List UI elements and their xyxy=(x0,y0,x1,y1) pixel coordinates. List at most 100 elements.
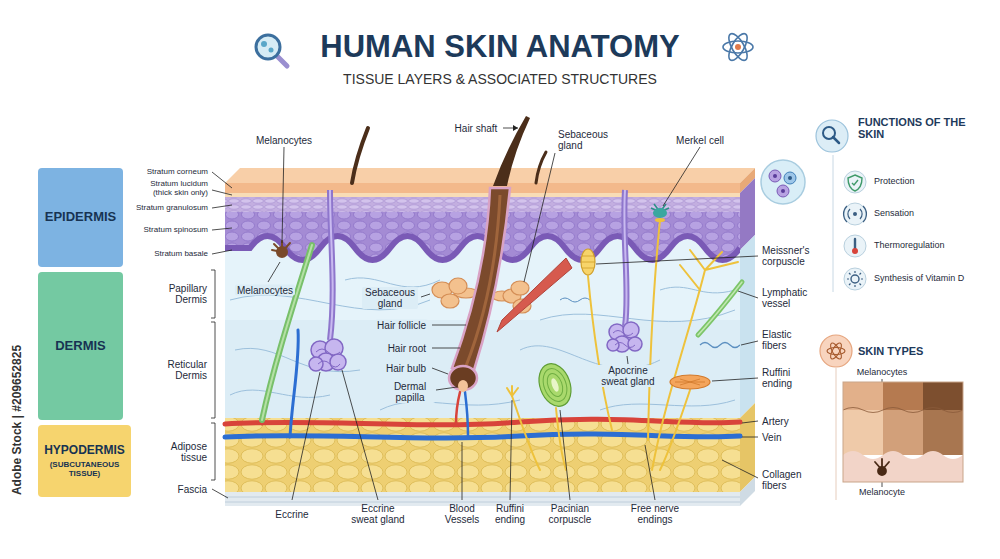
leader-lines-path xyxy=(432,348,460,349)
functions-panel-path xyxy=(848,175,862,191)
leader-lines-path xyxy=(212,190,232,195)
magnifier-icon xyxy=(256,35,287,66)
blood-vessels-path xyxy=(290,330,298,437)
skin-types-panel-g-ellipse xyxy=(828,341,843,360)
part-label: Reticular Dermis xyxy=(145,359,207,381)
blood-vessels-path xyxy=(225,434,740,438)
part-label: Melanocytes xyxy=(256,135,312,146)
leader-lines-path xyxy=(212,250,232,254)
part-label: Stratum spinosum xyxy=(144,226,208,235)
eccrine-sweat-gland-path xyxy=(330,190,333,340)
watermark: Adobe Stock | #209652825 xyxy=(11,345,24,495)
skin-types-panel-g-ellipse xyxy=(828,341,843,360)
collagen-fibers-path xyxy=(345,278,440,287)
small-hair xyxy=(352,128,368,183)
part-label: Adipose tissue xyxy=(152,441,207,463)
part-label: Lymphatic vessel xyxy=(762,287,824,309)
hair-follicle-path xyxy=(452,188,510,370)
leader-lines-path xyxy=(462,442,463,500)
part-label: Stratum lucidum (thick skin only) xyxy=(136,180,208,198)
functions-panel-path xyxy=(844,206,867,222)
apocrine-sweat-gland-path xyxy=(624,190,626,326)
functions-panel-line xyxy=(833,155,834,292)
leader-lines-path xyxy=(560,410,570,500)
skin-types-panel-rect xyxy=(883,382,923,410)
magnifier-icon-circle xyxy=(261,41,267,47)
skin-types-panel-rect xyxy=(923,410,963,455)
leader-lines-path xyxy=(742,421,758,423)
leader-lines-path xyxy=(722,460,758,478)
leader-lines xyxy=(211,128,882,500)
side-face-polygon xyxy=(740,235,755,418)
merkel-cell xyxy=(651,204,669,222)
leader-lines-path xyxy=(292,372,320,500)
collagen-fibers-path xyxy=(540,310,735,322)
blood-vessels-path xyxy=(465,392,468,436)
skin-types-panel-rect xyxy=(923,382,963,410)
cell-inset-circle xyxy=(784,172,796,184)
band-heading: DERMIS xyxy=(55,339,106,354)
sebaceous-gland-right-ellipse xyxy=(511,281,529,295)
functions-panel-circle xyxy=(844,171,866,193)
side-face-polygon xyxy=(740,477,755,506)
atom-icon-ellipse xyxy=(725,31,750,63)
skin-types-panel-line xyxy=(836,368,837,500)
merkel-cell-ellipse xyxy=(653,208,667,218)
band-subheading: (SUBCUTANEOUS TISSUE) xyxy=(40,460,129,478)
part-label: Apocrine sweat gland xyxy=(595,365,661,387)
sebaceous-gland-left-ellipse xyxy=(441,294,459,308)
nerve-fibers-path xyxy=(680,250,738,290)
part-label: Papillary Dermis xyxy=(145,283,207,305)
part-label: Hair shaft xyxy=(455,123,498,134)
eccrine-sweat-gland-path xyxy=(330,190,333,340)
leader-lines-path xyxy=(742,437,758,438)
part-label: Eccrine sweat gland xyxy=(350,503,406,525)
part-label: Vein xyxy=(762,432,781,443)
apocrine-sweat-gland-g-circle xyxy=(607,339,619,351)
part-label: Hair root xyxy=(386,343,428,354)
cell-inset-circle xyxy=(773,174,777,178)
epidermis-layers-rect xyxy=(225,193,740,197)
skin-types-panel-g-circle xyxy=(878,467,886,475)
melanocyte xyxy=(272,241,290,257)
leader-lines-path xyxy=(712,378,758,381)
atom-icon-circle xyxy=(735,44,741,50)
nerve-fibers-path xyxy=(507,386,518,396)
leader-lines-path xyxy=(436,387,457,390)
layer-band: HYPODERMIS(SUBCUTANEOUS TISSUE) xyxy=(38,425,131,497)
part-label: Artery xyxy=(762,416,789,427)
leader-lines-path xyxy=(432,325,466,326)
part-label: Free nerve endings xyxy=(628,503,683,525)
hair-shaft xyxy=(493,116,530,186)
leader-lines-path xyxy=(342,370,378,500)
layer-band: DERMIS xyxy=(38,272,123,420)
lymphatic-vessel-path xyxy=(698,282,742,335)
functions-panel-circle xyxy=(852,248,858,254)
skin-types-panel-g xyxy=(875,459,889,475)
vessel-green-path xyxy=(262,245,312,420)
skin-types-panel-circle xyxy=(820,335,852,367)
part-label: Hair follicle xyxy=(375,320,428,331)
skin-types-panel-path xyxy=(843,451,963,482)
sebaceous-gland-left-ellipse xyxy=(449,278,467,294)
atom-icon-ellipse xyxy=(725,31,750,63)
apocrine-sweat-gland-g-circle xyxy=(623,322,639,338)
part-label: Melanocyte xyxy=(859,488,905,498)
hair-follicle-path xyxy=(466,195,500,366)
functions-panel-circle xyxy=(844,235,866,257)
part-label: Melanocytes xyxy=(235,285,295,296)
melanocyte-circle xyxy=(277,247,287,257)
leader-lines-path xyxy=(627,356,628,364)
cell-inset-circle xyxy=(788,176,792,180)
eccrine-sweat-gland xyxy=(309,190,346,371)
apocrine-sweat-gland-path xyxy=(613,331,635,348)
part-label: TISSUE LAYERS & ASSOCIATED STRUCTURES xyxy=(343,72,657,87)
part-label: Protection xyxy=(874,177,915,187)
leader-lines-path xyxy=(212,228,232,230)
arrow-head xyxy=(513,125,518,131)
functions-panel-circle xyxy=(844,268,866,290)
eccrine-sweat-gland-g xyxy=(309,339,346,371)
part-label: Blood Vessels xyxy=(440,503,485,525)
functions-panel xyxy=(816,120,866,292)
